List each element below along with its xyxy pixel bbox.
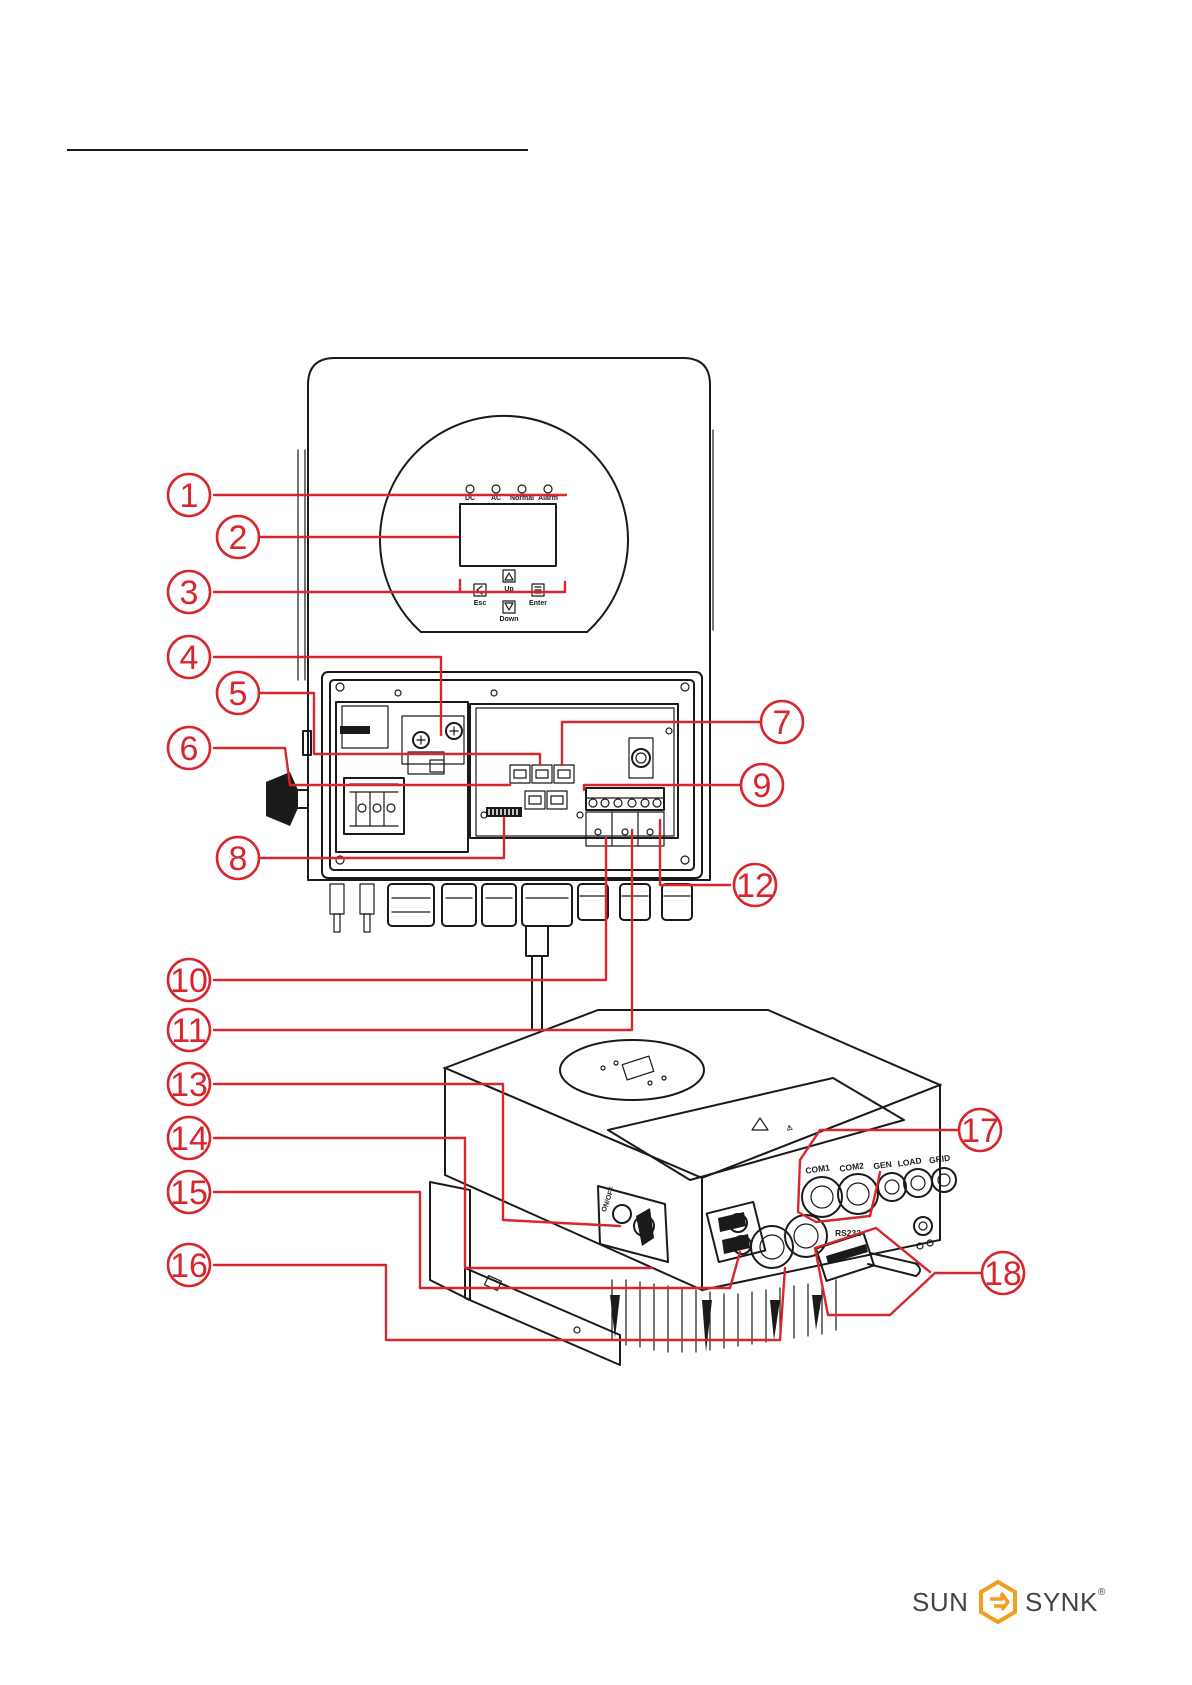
- brand-left: SUN: [912, 1587, 968, 1617]
- callout-13: 13: [168, 1063, 210, 1105]
- callout-16: 16: [168, 1244, 210, 1286]
- wiring-compartment: [322, 672, 702, 878]
- callout-10: 10: [168, 959, 210, 1001]
- svg-text:17: 17: [961, 1112, 999, 1150]
- svg-text:15: 15: [170, 1174, 208, 1212]
- svg-text:10: 10: [170, 962, 208, 1000]
- ac-led-icon: [492, 485, 500, 493]
- svg-text:7: 7: [773, 704, 792, 742]
- keypad: Esc Up Down Enter: [474, 570, 547, 623]
- callout-6: 6: [168, 727, 210, 769]
- svg-text:14: 14: [170, 1120, 208, 1158]
- svg-text:1: 1: [180, 477, 199, 515]
- dc-led-icon: [466, 485, 474, 493]
- svg-text:2: 2: [229, 519, 248, 557]
- bottom-glands: [330, 884, 692, 1030]
- callout-14: 14: [168, 1117, 210, 1159]
- callout-11: 11: [168, 1009, 210, 1051]
- port-label: GRID: [928, 1153, 950, 1166]
- inverter-front-view: DC AC Normal Alarm Esc Up Down Enter: [266, 358, 713, 1030]
- callout-9: 9: [741, 764, 783, 806]
- sunsynk-hexagon-logo-icon: [981, 1582, 1015, 1622]
- svg-text:16: 16: [170, 1247, 208, 1285]
- callout-5: 5: [217, 672, 259, 714]
- callout-1: 1: [168, 474, 210, 516]
- brand-right: SYNK: [1025, 1587, 1098, 1617]
- svg-text:12: 12: [736, 867, 774, 905]
- svg-text:11: 11: [171, 1012, 206, 1050]
- button-label: Down: [499, 616, 518, 623]
- svg-text:4: 4: [180, 639, 199, 677]
- dc-switch-knob: [266, 772, 308, 826]
- normal-led-icon: [518, 485, 526, 493]
- led-row: DC AC Normal Alarm: [465, 485, 558, 502]
- registered-mark: ®: [1098, 1587, 1106, 1598]
- svg-text:9: 9: [753, 767, 772, 805]
- lcd-screen: [460, 504, 556, 566]
- svg-text:13: 13: [170, 1066, 208, 1104]
- alarm-led-icon: [544, 485, 552, 493]
- callout-18: 18: [982, 1252, 1024, 1294]
- svg-text:8: 8: [229, 840, 248, 878]
- callout-8: 8: [217, 837, 259, 879]
- svg-text:5: 5: [229, 675, 248, 713]
- callout-3: 3: [168, 571, 210, 613]
- svg-text:3: 3: [180, 574, 199, 612]
- callout-12: 12: [734, 864, 776, 906]
- display-bezel: [380, 416, 628, 632]
- svg-text:6: 6: [180, 730, 199, 768]
- button-label: Esc: [474, 600, 487, 607]
- esc-button: [474, 584, 486, 596]
- callout-4: 4: [168, 636, 210, 678]
- svg-text:18: 18: [984, 1255, 1022, 1293]
- callout-15: 15: [168, 1171, 210, 1213]
- sunsynk-logo: SUN SYNK ®: [912, 1582, 1106, 1622]
- button-label: Enter: [529, 600, 547, 607]
- callout-2: 2: [217, 516, 259, 558]
- callout-7: 7: [761, 701, 803, 743]
- callout-17: 17: [959, 1109, 1001, 1151]
